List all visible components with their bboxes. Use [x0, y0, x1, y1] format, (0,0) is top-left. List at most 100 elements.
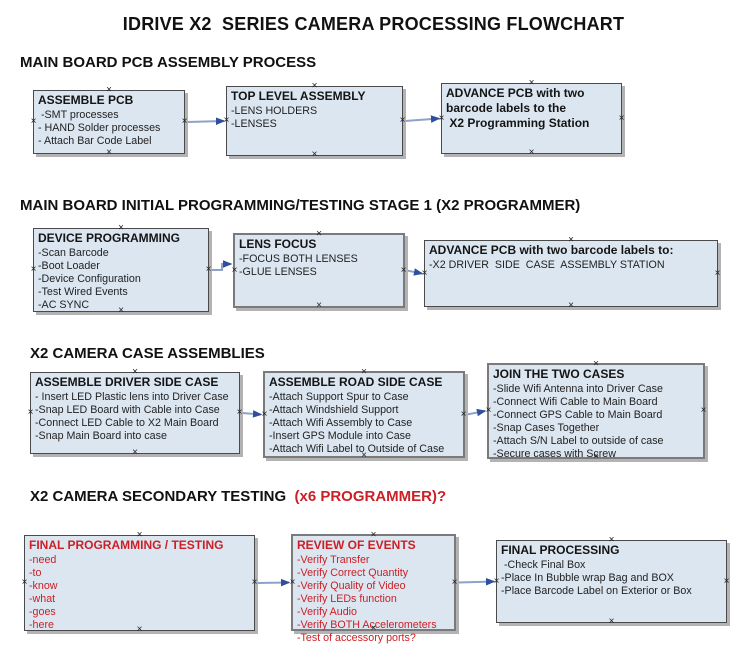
- connection-handle-icon: ×: [21, 577, 28, 588]
- box-item: -FOCUS BOTH LENSES: [239, 253, 358, 265]
- box-item: -Verify Quality of Video: [297, 580, 406, 592]
- box-item: -SMT processes: [38, 109, 119, 121]
- box-item: -Test Wired Events: [38, 286, 128, 298]
- connection-handle-icon: ×: [568, 234, 574, 246]
- connection-handle-icon: ×: [106, 147, 112, 158]
- box-item: -Slide Wifi Antenna into Driver Case: [493, 383, 663, 395]
- section-heading: X2 CAMERA CASE ASSEMBLIES: [30, 345, 265, 362]
- connection-handle-icon: ×: [361, 366, 367, 378]
- box-header: FINAL PROCESSING: [501, 543, 620, 557]
- box-item: -here: [29, 619, 54, 631]
- box-item: -what: [29, 593, 56, 605]
- box-header: ASSEMBLE ROAD SIDE CASE: [269, 375, 443, 389]
- advance-pcb-to-programming-station-box: ADVANCE PCB with two barcode labels to t…: [439, 77, 625, 158]
- box-item: -AC SYNC: [38, 299, 90, 311]
- connection-handle-icon: ×: [723, 575, 730, 587]
- connection-handle-icon: ×: [421, 267, 428, 279]
- box-item: - HAND Solder processes: [38, 122, 161, 134]
- box-item: -Verify Correct Quantity: [297, 567, 409, 579]
- box-item: -Check Final Box: [501, 559, 586, 571]
- box-item: -Verify BOTH Accelerometers: [297, 619, 437, 631]
- final-programming-testing-box: FINAL PROGRAMMING / TESTING-need-to-know…: [22, 530, 258, 635]
- connection-handle-icon: ×: [700, 405, 707, 416]
- page-title: IDRIVE X2 SERIES CAMERA PROCESSING FLOWC…: [122, 14, 625, 34]
- box-header: JOIN THE TWO CASES: [493, 367, 625, 381]
- connection-handle-icon: ×: [438, 112, 445, 124]
- connection-handle-icon: ×: [289, 576, 296, 588]
- box-item: -Connect LED Cable to X2 Main Board: [35, 417, 219, 429]
- box-header: LENS FOCUS: [239, 237, 317, 251]
- box-item: -need: [29, 554, 57, 566]
- box-header: FINAL PROGRAMMING / TESTING: [29, 538, 224, 552]
- connection-handle-icon: ×: [106, 84, 112, 96]
- box-item: -goes: [29, 606, 56, 618]
- box-item: -Secure cases with Screw: [493, 448, 616, 460]
- connection-handle-icon: ×: [608, 534, 615, 546]
- connection-handle-icon: ×: [261, 408, 268, 420]
- connection-handle-icon: ×: [223, 115, 230, 126]
- section-heading: X2 CAMERA SECONDARY TESTING (x6 PROGRAMM…: [30, 488, 446, 505]
- box-item: -Connect Wifi Cable to Main Board: [493, 396, 658, 408]
- connection-handle-icon: ×: [316, 228, 322, 240]
- box-header: ADVANCE PCB with two barcode labels to:: [429, 243, 674, 257]
- box-item: -Test of accessory ports?: [297, 632, 416, 644]
- lens-focus-box: LENS FOCUS -FOCUS BOTH LENSES-GLUE LENSES…: [232, 228, 407, 311]
- box-item: - Attach Bar Code Label: [38, 135, 152, 147]
- connection-handle-icon: ×: [205, 264, 212, 275]
- box-header: REVIEW OF EVENTS: [297, 538, 416, 552]
- connection-handle-icon: ×: [118, 222, 124, 234]
- section-heading-red-text: (x6 PROGRAMMER)?: [290, 488, 447, 505]
- connection-handle-icon: ×: [460, 408, 467, 420]
- section-heading-text: X2 CAMERA SECONDARY TESTING: [30, 488, 291, 505]
- box-item: -Place Barcode Label on Exterior or Box: [501, 585, 692, 597]
- connector-assemble-pcb-to-top-level-assembly: [186, 117, 226, 126]
- connection-handle-icon: ×: [714, 267, 721, 279]
- connection-handle-icon: ×: [618, 112, 625, 124]
- box-item: -Snap LED Board with Cable into Case: [35, 404, 220, 416]
- connection-handle-icon: ×: [311, 149, 318, 160]
- connector-final-programming-testing-to-review-of-events: [256, 578, 291, 587]
- section-heading-text: X2 CAMERA CASE ASSEMBLIES: [30, 345, 265, 362]
- box-header: DEVICE PROGRAMMING: [38, 231, 181, 245]
- connection-handle-icon: ×: [118, 305, 124, 316]
- connector-assemble-road-side-case-to-join-the-two-cases: [466, 408, 487, 417]
- connection-handle-icon: ×: [132, 447, 138, 458]
- box-item: -Snap Main Board into case: [35, 430, 167, 442]
- connection-handle-icon: ×: [27, 407, 34, 418]
- connection-handle-icon: ×: [568, 300, 574, 311]
- connection-handle-icon: ×: [528, 77, 535, 89]
- box-item: -Verify Audio: [297, 606, 358, 618]
- connection-handle-icon: ×: [316, 300, 322, 311]
- connection-handle-icon: ×: [528, 147, 535, 158]
- connection-handle-icon: ×: [251, 577, 258, 588]
- connection-handle-icon: ×: [451, 576, 458, 588]
- advance-pcb-to-assembly-station-box: ADVANCE PCB with two barcode labels to: -…: [422, 234, 721, 311]
- box-item: -Place In Bubble wrap Bag and BOX: [501, 572, 674, 584]
- box-header: ASSEMBLE PCB: [38, 93, 134, 107]
- final-processing-box: FINAL PROCESSING -Check Final Box-Place …: [494, 534, 730, 626]
- connection-handle-icon: ×: [30, 264, 37, 275]
- box-item: -Verify LEDs function: [297, 593, 397, 605]
- box-header: ASSEMBLE DRIVER SIDE CASE: [35, 375, 219, 389]
- box-item: -to: [29, 567, 42, 579]
- box-item: -LENS HOLDERS: [231, 105, 318, 117]
- box-item: -Attach S/N Label to outside of case: [493, 435, 664, 447]
- connection-handle-icon: ×: [485, 405, 492, 416]
- box-header: TOP LEVEL ASSEMBLY: [231, 89, 366, 103]
- box-item: -GLUE LENSES: [239, 266, 317, 278]
- section-heading: MAIN BOARD PCB ASSEMBLY PROCESS: [20, 54, 316, 71]
- box-item: -X2 DRIVER SIDE CASE ASSEMBLY STATION: [429, 259, 665, 271]
- join-the-two-cases-box: JOIN THE TWO CASES -Slide Wifi Antenna in…: [485, 358, 707, 461]
- assemble-road-side-case-box: ASSEMBLE ROAD SIDE CASE-Attach Support S…: [261, 366, 467, 460]
- box-item: -Attach Wifi Assembly to Case: [269, 417, 413, 429]
- connection-handle-icon: ×: [400, 264, 407, 276]
- connector-top-level-assembly-to-advance-pcb-to-programming-station: [404, 115, 441, 123]
- connection-handle-icon: ×: [593, 358, 599, 370]
- connection-handle-icon: ×: [136, 624, 143, 635]
- connection-handle-icon: ×: [311, 80, 318, 92]
- box-item: - Insert LED Plastic lens into Driver Ca…: [35, 391, 229, 403]
- connection-handle-icon: ×: [370, 623, 377, 634]
- section-heading: MAIN BOARD INITIAL PROGRAMMING/TESTING S…: [20, 197, 580, 214]
- connection-handle-icon: ×: [370, 529, 377, 541]
